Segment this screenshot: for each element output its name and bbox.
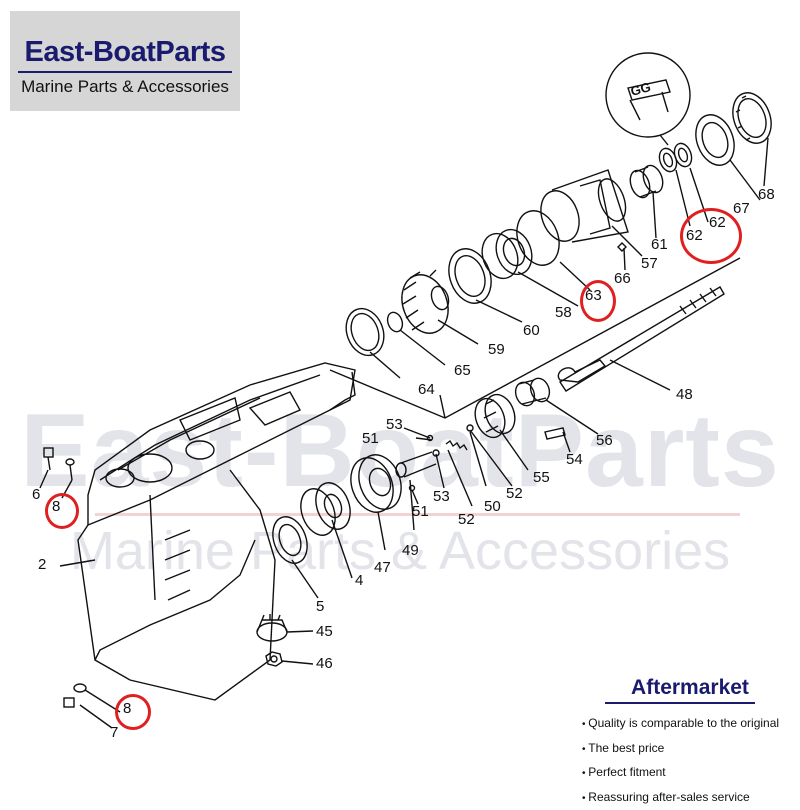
spring-and-balls (410, 425, 474, 491)
pin-54 (545, 428, 565, 439)
highlight-circle-63 (580, 280, 616, 322)
callout-54: 54 (566, 451, 583, 468)
seal-orientation-inset: GG (606, 53, 690, 145)
highlight-circle-62 (680, 208, 742, 264)
callout-52-right: 52 (506, 485, 523, 502)
callout-64: 64 (418, 381, 435, 398)
callout-4: 4 (355, 572, 363, 589)
callout-57: 57 (641, 255, 658, 272)
callout-5: 5 (316, 598, 324, 615)
callout-52-left: 52 (458, 511, 475, 528)
aftermarket-title: Aftermarket (600, 676, 780, 700)
leader-lines (40, 138, 768, 728)
callout-53-bottom: 53 (433, 488, 450, 505)
callout-60: 60 (523, 322, 540, 339)
highlight-circle-8-bottom (115, 694, 151, 730)
shift-rod-49 (396, 452, 436, 477)
bevel-gear-59 (394, 268, 456, 339)
callout-50: 50 (484, 498, 501, 515)
shim-64 (340, 303, 390, 360)
shim-60 (442, 243, 499, 309)
feature-item: Quality is comparable to the original (582, 712, 779, 737)
callout-58: 58 (555, 304, 572, 321)
forward-gear-47 (344, 449, 409, 518)
callout-45: 45 (316, 623, 333, 640)
callout-51-top: 51 (362, 430, 379, 447)
feature-item: Perfect fitment (582, 761, 779, 786)
callout-49: 49 (402, 542, 419, 559)
bearing-58 (476, 225, 538, 284)
nut-46 (266, 652, 282, 666)
feature-list: Quality is comparable to the original Th… (582, 712, 779, 810)
callout-51-bottom: 51 (412, 503, 429, 520)
feature-item: The best price (582, 737, 779, 762)
callout-46: 46 (316, 655, 333, 672)
aftermarket-underline (605, 702, 755, 704)
dog-clutch-55 (470, 390, 520, 441)
callout-6: 6 (32, 486, 40, 503)
callout-55: 55 (533, 469, 550, 486)
seal-5 (267, 512, 313, 568)
callout-67: 67 (733, 200, 750, 217)
washer-65 (385, 310, 405, 334)
callout-53-top: 53 (386, 416, 403, 433)
bolt-6 (44, 448, 53, 470)
highlight-circle-8-top (45, 493, 79, 529)
screw-66 (618, 243, 626, 251)
callout-59: 59 (488, 341, 505, 358)
callout-56: 56 (596, 432, 613, 449)
bolt-7 (64, 684, 86, 707)
callout-7: 7 (110, 724, 118, 741)
bolt-small-8-top (66, 459, 74, 480)
callout-68: 68 (758, 186, 775, 203)
spring-56 (512, 376, 552, 409)
feature-item: Reassuring after-sales service (582, 786, 779, 810)
callout-2: 2 (38, 556, 46, 573)
bearing-housing-57 (534, 170, 631, 247)
callout-66: 66 (614, 270, 631, 287)
oil-seals-62 (656, 141, 694, 174)
needle-bearing-61 (627, 163, 666, 200)
callout-47: 47 (374, 559, 391, 576)
callout-61: 61 (651, 236, 668, 253)
callout-48: 48 (676, 386, 693, 403)
callout-65: 65 (454, 362, 471, 379)
